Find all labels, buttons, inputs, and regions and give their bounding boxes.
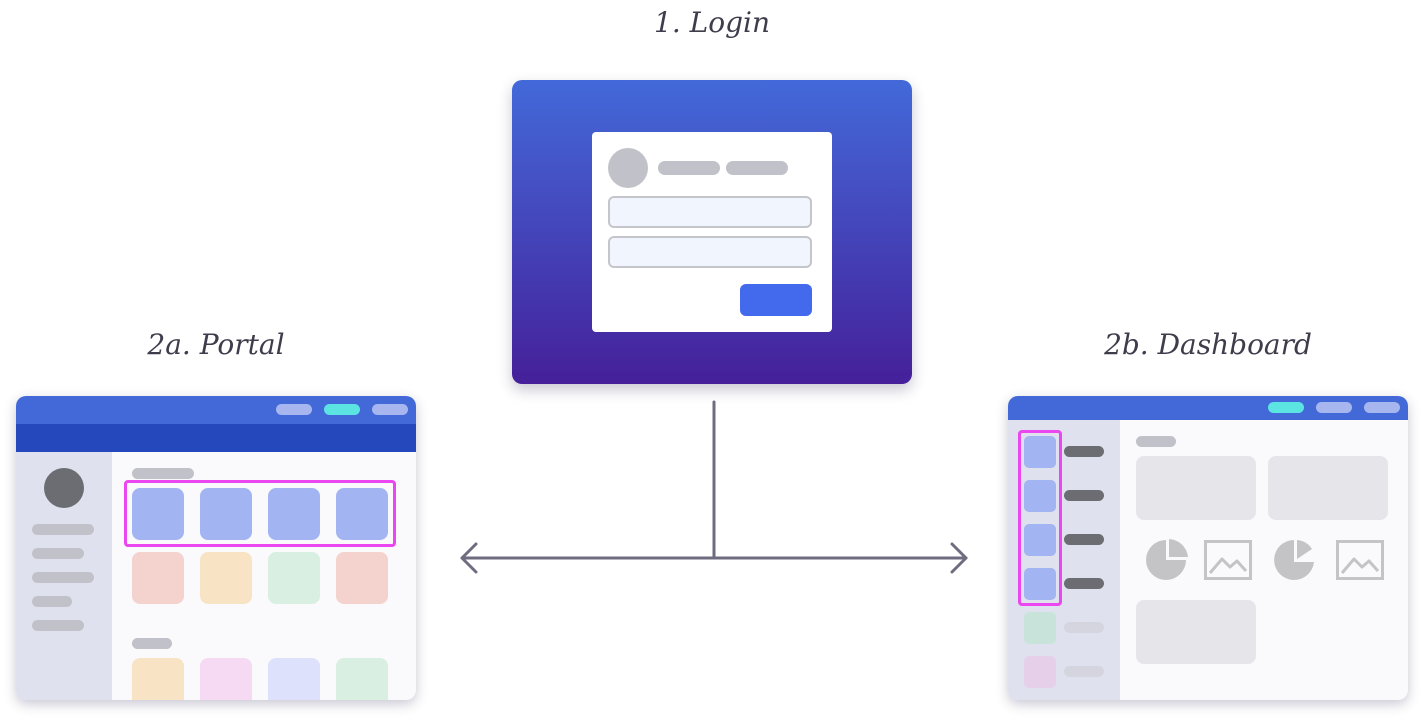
dashboard-nav-icon[interactable] [1024,568,1056,600]
dashboard-nav-icon[interactable] [1024,524,1056,556]
portal-nav-pill-active[interactable] [324,404,360,415]
portal-app-tile[interactable] [268,552,320,604]
dashboard-nav-pill-active[interactable] [1268,402,1304,413]
portal-app-tile[interactable] [268,658,320,700]
dashboard-nav-icon[interactable] [1024,656,1056,688]
dashboard-widget-card[interactable] [1268,456,1388,520]
portal-app-tile[interactable] [336,658,388,700]
portal-section-heading [132,638,172,649]
portal-sub-bar [16,424,416,452]
portal-sidebar-item[interactable] [32,524,94,535]
portal-sidebar-item[interactable] [32,620,84,631]
login-title: 1. Login [654,6,770,39]
dashboard-widget-card[interactable] [1136,600,1256,664]
portal-app-tile[interactable] [200,488,252,540]
portal-app-tile[interactable] [268,488,320,540]
portal-nav-pill-3[interactable] [372,404,408,415]
dashboard-nav-label[interactable] [1064,622,1104,633]
dashboard-screen [1008,396,1408,700]
image-icon [1336,540,1384,580]
portal-sidebar [16,452,112,700]
dashboard-nav-label[interactable] [1064,490,1104,501]
dashboard-top-bar [1008,396,1408,420]
login-heading-placeholder [658,161,720,175]
portal-section-heading [132,468,194,479]
dashboard-title: 2b. Dashboard [1104,328,1312,361]
portal-sidebar-item[interactable] [32,596,72,607]
dashboard-nav-icon[interactable] [1024,612,1056,644]
portal-screen [16,396,416,700]
portal-sidebar-item[interactable] [32,548,84,559]
portal-app-tile[interactable] [132,552,184,604]
dashboard-nav-pill-3[interactable] [1364,402,1400,413]
portal-title: 2a. Portal [147,328,285,361]
portal-app-tile[interactable] [132,658,184,700]
pie-chart-icon [1146,539,1188,580]
arrow-right-head [950,542,968,574]
password-field[interactable] [608,236,812,268]
dashboard-nav-icon[interactable] [1024,436,1056,468]
login-heading-placeholder-2 [726,161,788,175]
dashboard-nav-icon[interactable] [1024,480,1056,512]
username-field[interactable] [608,196,812,228]
dashboard-nav-pill-2[interactable] [1316,402,1352,413]
avatar-icon [44,468,84,508]
login-screen [512,80,912,384]
portal-app-tile[interactable] [200,552,252,604]
arrow-left-head [460,542,478,574]
image-icon [1204,540,1252,580]
portal-app-tile[interactable] [200,658,252,700]
dashboard-nav-label[interactable] [1064,666,1104,677]
dashboard-nav-label[interactable] [1064,446,1104,457]
portal-app-tile[interactable] [336,552,388,604]
avatar-icon [608,148,648,188]
dashboard-nav-label[interactable] [1064,534,1104,545]
portal-app-tile[interactable] [132,488,184,540]
login-button[interactable] [740,284,812,316]
portal-app-tile[interactable] [336,488,388,540]
dashboard-section-heading [1136,436,1176,447]
dashboard-highlight-box [1018,430,1062,606]
portal-sidebar-item[interactable] [32,572,94,583]
dashboard-nav-label[interactable] [1064,578,1104,589]
portal-nav-pill-1[interactable] [276,404,312,415]
dashboard-sidebar [1008,420,1120,700]
portal-top-bar [16,396,416,424]
pie-chart-icon [1274,540,1314,580]
login-card [592,132,832,332]
dashboard-widget-card[interactable] [1136,456,1256,520]
portal-highlight-box [124,480,396,547]
